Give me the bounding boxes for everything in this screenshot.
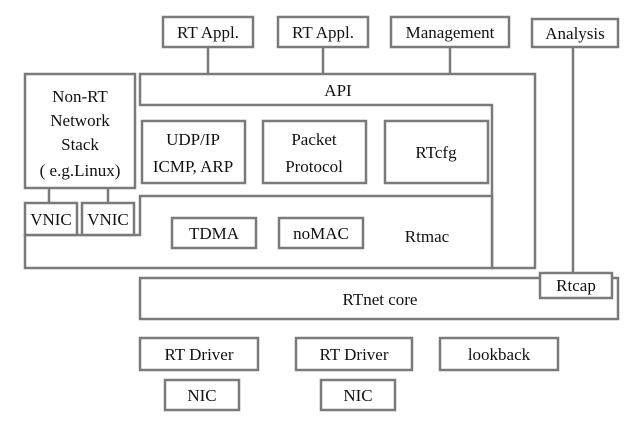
vnic-label-1: VNIC (30, 210, 72, 229)
vnic-box-2 (80, 201, 136, 237)
connectors (47, 47, 575, 273)
packet-protocol-line-2: Protocol (285, 157, 343, 176)
nomac-box (277, 216, 365, 250)
udp-ip-box (140, 119, 247, 185)
udp-ip-line-1: UDP/IP (166, 130, 220, 149)
nomac-label: noMAC (293, 224, 349, 243)
udp-ip-line-2: ICMP, ARP (153, 157, 233, 176)
management-label: Management (406, 23, 495, 42)
vnic-label-2: VNIC (87, 210, 129, 229)
rtcap-box (538, 271, 614, 300)
rt-appl-box-1 (161, 15, 255, 49)
rtcfg-label: RTcfg (415, 143, 457, 162)
rt-driver-label-2: RT Driver (319, 345, 388, 364)
lookback-label: lookback (468, 345, 531, 364)
nic-box-1 (163, 378, 241, 412)
rtnet-core-label: RTnet core (343, 290, 418, 309)
non-rt-stack-line-3: Stack (61, 135, 99, 154)
tdma-label: TDMA (189, 224, 240, 243)
analysis-label: Analysis (545, 24, 605, 43)
rt-driver-box-2 (294, 336, 414, 372)
non-rt-stack-line-2: Network (50, 111, 110, 130)
rtnet-core-box (138, 276, 620, 321)
nic-box-2 (319, 378, 397, 412)
management-box (389, 15, 511, 49)
non-rt-stack-line-4: ( e.g.Linux) (40, 161, 121, 180)
non-rt-stack-line-1: Non-RT (52, 87, 108, 106)
rtcfg-box (383, 119, 490, 185)
rtcap-label: Rtcap (556, 276, 596, 295)
rt-driver-label-1: RT Driver (164, 345, 233, 364)
tdma-box (170, 216, 258, 250)
rtmac-label: Rtmac (405, 227, 450, 246)
rt-appl-label-1: RT Appl. (177, 23, 239, 42)
api-label: API (324, 81, 352, 100)
rtmac-layer (23, 194, 494, 270)
vnic-box-1 (23, 201, 79, 237)
packet-protocol-line-1: Packet (291, 130, 337, 149)
rt-appl-box-2 (276, 15, 370, 49)
rt-appl-label-2: RT Appl. (292, 23, 354, 42)
nic-label-2: NIC (343, 386, 372, 405)
rt-driver-box-1 (138, 336, 260, 372)
non-rt-stack-box (23, 72, 137, 190)
packet-protocol-box (261, 119, 368, 185)
nic-label-1: NIC (187, 386, 216, 405)
analysis-box (530, 17, 620, 49)
lookback-box (438, 336, 560, 372)
